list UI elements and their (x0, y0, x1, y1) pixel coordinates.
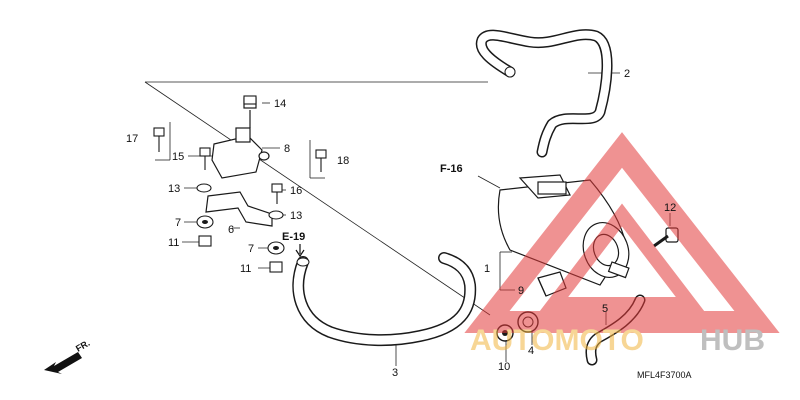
callout-17: 17 (126, 133, 138, 145)
callout-13-right: 13 (290, 210, 302, 222)
callout-1: 1 (484, 263, 490, 275)
callout-2: 2 (624, 68, 630, 80)
callout-14: 14 (274, 98, 286, 110)
callout-5: 5 (602, 303, 608, 315)
callout-10: 10 (498, 361, 510, 373)
solenoid-valve-8 (211, 97, 270, 179)
callout-18: 18 (337, 155, 349, 167)
callout-11-right: 11 (240, 263, 251, 275)
callout-11-left: 11 (168, 237, 179, 249)
collar-13-left (196, 183, 212, 193)
reference-f16: F-16 (440, 163, 463, 175)
callout-13-left: 13 (168, 183, 180, 195)
callout-15: 15 (172, 151, 184, 163)
grommet-7-left (196, 215, 214, 229)
hose-3 (292, 252, 477, 347)
bolt-15 (199, 147, 211, 170)
callout-12: 12 (664, 202, 676, 214)
front-arrow-icon: FR. (44, 338, 92, 374)
callout-7-left: 7 (175, 217, 181, 229)
collar-13-right (268, 210, 284, 220)
callout-3: 3 (392, 367, 398, 379)
callout-7-right: 7 (248, 243, 254, 255)
collar-11-left (198, 235, 212, 247)
bolt-18 (315, 149, 327, 172)
callout-9: 9 (518, 285, 524, 297)
front-direction-label: FR. (74, 338, 92, 354)
callout-4: 4 (528, 345, 534, 357)
watermark-text-hub: HUB (700, 324, 765, 357)
hose-2 (475, 29, 613, 158)
bolt-16 (271, 183, 283, 204)
grommet-7-right (267, 241, 285, 255)
watermark-text-automoto: AUTOMOTO (470, 324, 644, 357)
reference-e19: E-19 (282, 231, 305, 243)
diagram-code: MFL4F3700A (637, 370, 692, 380)
bolt-14 (243, 95, 257, 105)
watermark-logo: AUTOMOTO HUB (464, 132, 780, 357)
callout-16: 16 (290, 185, 302, 197)
bolt-17 (153, 127, 165, 152)
collar-11-right (269, 261, 283, 273)
callout-6: 6 (228, 224, 234, 236)
bracket-6 (205, 191, 273, 227)
callout-8: 8 (284, 143, 290, 155)
